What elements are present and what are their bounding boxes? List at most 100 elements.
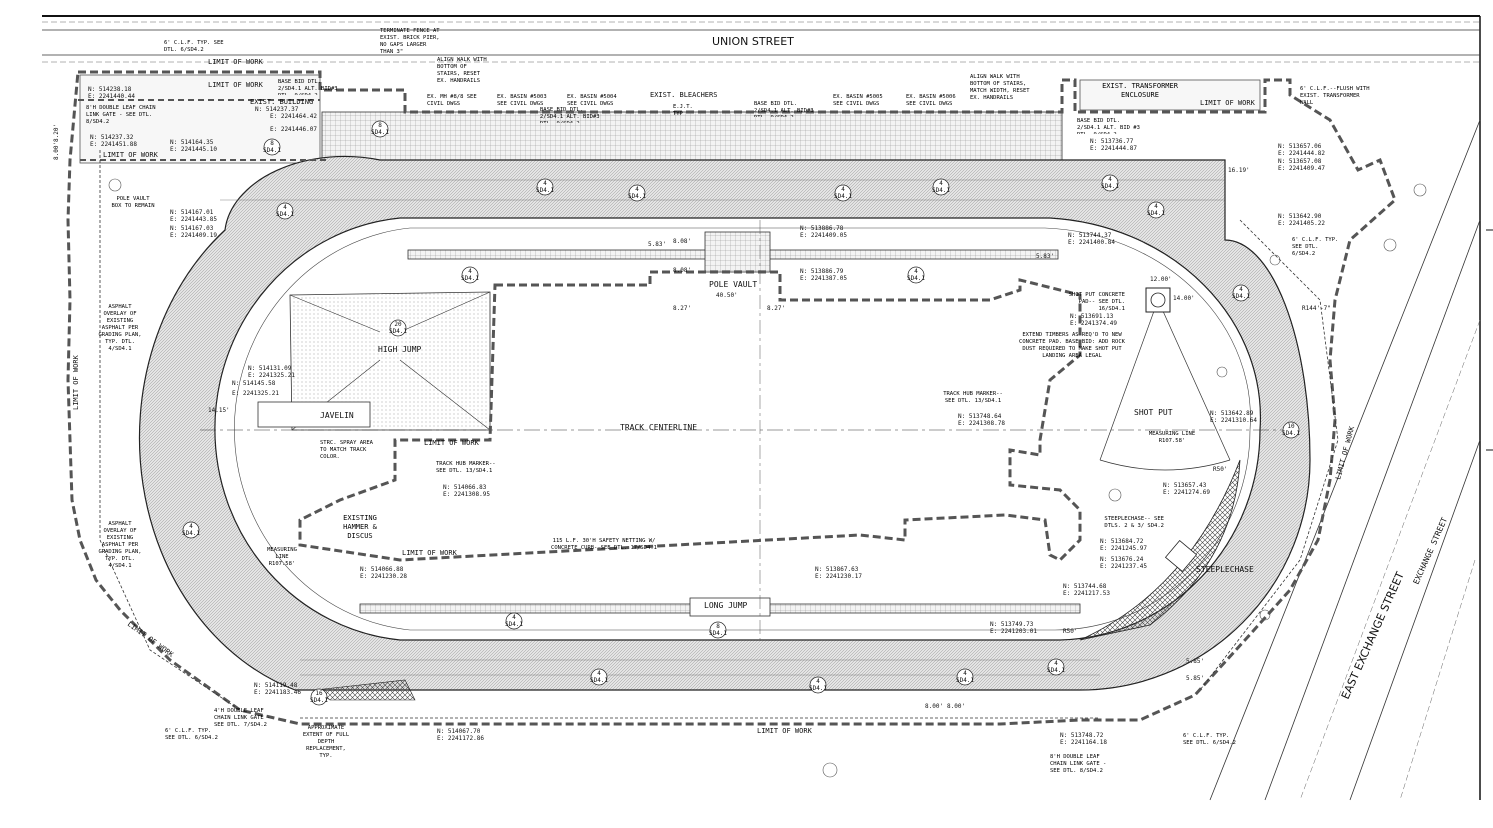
- svg-text:SD4.1: SD4.1: [834, 193, 852, 200]
- svg-text:N: 513886.78: N: 513886.78: [800, 225, 844, 232]
- svg-text:E: 2241464.42: E: 2241464.42: [270, 113, 317, 120]
- svg-text:5.85': 5.85': [1186, 658, 1204, 665]
- svg-text:LIMIT OF WORK: LIMIT OF WORK: [72, 354, 80, 410]
- svg-text:4: 4: [841, 186, 845, 193]
- svg-text:4: 4: [189, 523, 193, 530]
- svg-text:N: 514164.35: N: 514164.35: [170, 139, 214, 146]
- svg-text:20: 20: [394, 321, 402, 328]
- svg-text:4: 4: [1054, 660, 1058, 667]
- label-pole-vault: POLE VAULT: [709, 280, 757, 289]
- label-track-centerline: TRACK CENTERLINE: [620, 423, 697, 432]
- street-name-east-exchange: EAST EXCHANGE STREET: [1339, 570, 1407, 702]
- svg-text:N: 513736.77: N: 513736.77: [1090, 138, 1134, 145]
- note-asphalt-2: ASPHALT OVERLAY OF EXISTING ASPHALT PER …: [98, 521, 141, 569]
- svg-text:E: 2241237.45: E: 2241237.45: [1100, 563, 1147, 570]
- svg-text:N: 513642.89: N: 513642.89: [1210, 410, 1254, 417]
- svg-text:E: 2241451.88: E: 2241451.88: [90, 141, 137, 148]
- svg-text:4: 4: [1108, 176, 1112, 183]
- tree-icon: [822, 762, 838, 778]
- svg-text:N: 513657.08: N: 513657.08: [1278, 158, 1322, 165]
- svg-text:E: 2241443.85: E: 2241443.85: [170, 216, 217, 223]
- note-base-bid-4: BASE BID DTL. 2/SD4.1 ALT. BID #3 DTL. 9…: [1077, 118, 1140, 134]
- tree-icon: [1413, 183, 1427, 197]
- svg-text:E: 2241446.07: E: 2241446.07: [270, 126, 317, 133]
- svg-text:E: 2241203.01: E: 2241203.01: [990, 628, 1037, 635]
- svg-text:SD4.1: SD4.1: [461, 275, 479, 282]
- note-clf-typ: 6' C.L.F. TYP. SEE DTL. 6/SD4.2: [164, 40, 224, 53]
- svg-text:SD4.1: SD4.1: [628, 193, 646, 200]
- long-jump-pit: [689, 597, 771, 617]
- svg-text:E: 2241325.21: E: 2241325.21: [232, 390, 279, 397]
- svg-text:4: 4: [1154, 203, 1158, 210]
- svg-text:8.20': 8.20': [53, 124, 60, 142]
- note-base-bid-2: BASE BID DTL. 2/SD4.1 ALT. BID#3 DTL. 9/…: [540, 107, 600, 123]
- label-limit-of-work: LIMIT OF WORK: [208, 58, 264, 66]
- svg-text:N: 513744.68: N: 513744.68: [1063, 583, 1107, 590]
- svg-text:4: 4: [635, 186, 639, 193]
- svg-text:E: 2241310.64: E: 2241310.64: [1210, 417, 1257, 424]
- svg-text:8: 8: [716, 623, 720, 630]
- note-base-bid-1: BASE BID DTL. 2/SD4.1 ALT. BID#3 DTL. 9/…: [278, 79, 338, 95]
- label-steeplechase: STEEPLECHASE: [1196, 565, 1254, 574]
- note-terminate-fence: TERMINATE FENCE AT EXIST. BRICK PIER, NO…: [380, 28, 440, 55]
- svg-text:8.27': 8.27': [673, 305, 691, 312]
- svg-text:SD4.1: SD4.1: [1147, 210, 1165, 217]
- detail-callouts: [182, 120, 1300, 706]
- tree-icon: [1269, 254, 1281, 266]
- svg-text:E: 2241230.28: E: 2241230.28: [360, 573, 407, 580]
- union-street: [42, 21, 1480, 63]
- svg-text:LIMIT OF WORK: LIMIT OF WORK: [757, 727, 813, 735]
- svg-text:LIMIT OF WORK: LIMIT OF WORK: [424, 439, 480, 447]
- tree-icon: [1383, 238, 1397, 252]
- svg-text:N: 513748.64: N: 513748.64: [958, 413, 1002, 420]
- svg-text:14.15': 14.15': [208, 407, 230, 414]
- svg-text:E: 2241230.17: E: 2241230.17: [815, 573, 862, 580]
- street-name-exchange: EXCHANGE STREET: [1412, 516, 1450, 586]
- svg-text:E: 2241405.22: E: 2241405.22: [1278, 220, 1325, 227]
- svg-text:SD4.1: SD4.1: [263, 147, 281, 154]
- note-align-walk-east: ALIGN WALK WITH BOTTOM OF STAIRS, MATCH …: [970, 74, 1030, 101]
- svg-text:E: 2241183.46: E: 2241183.46: [254, 689, 301, 696]
- svg-text:N: 513676.24: N: 513676.24: [1100, 556, 1144, 563]
- callout-number: 4: [543, 180, 547, 187]
- svg-text:N: 513748.72: N: 513748.72: [1060, 732, 1104, 739]
- note-shot-put-pad: SHOT PUT CONCRETE PAD-- SEE DTL. 16/SD4.…: [1069, 292, 1125, 312]
- svg-text:16.19': 16.19': [1228, 167, 1250, 174]
- svg-text:8: 8: [378, 122, 382, 129]
- tree-icon: [1259, 609, 1271, 621]
- svg-text:8: 8: [270, 140, 274, 147]
- svg-text:N: 513657.43: N: 513657.43: [1163, 482, 1207, 489]
- svg-text:4: 4: [914, 268, 918, 275]
- note-full-depth: APPROXIMATE EXTENT OF FULL DEPTH REPLACE…: [303, 725, 349, 759]
- svg-text:N: 513749.73: N: 513749.73: [990, 621, 1034, 628]
- svg-text:4: 4: [512, 614, 516, 621]
- pole-vault-pit: [704, 231, 771, 273]
- svg-text:8.08': 8.08': [673, 238, 691, 245]
- note-safety-netting: 115 L.F. 30'H SAFETY NETTING W/ CONCRETE…: [551, 538, 657, 551]
- svg-text:R50': R50': [1213, 466, 1227, 473]
- svg-text:4: 4: [939, 180, 943, 187]
- svg-text:SD4.1: SD4.1: [371, 129, 389, 136]
- svg-text:SD4.1: SD4.1: [1232, 293, 1250, 300]
- label-transformer: EXIST. TRANSFORMER ENCLOSURE: [1102, 82, 1178, 99]
- note-align-walk: ALIGN WALK WITH BOTTOM OF STAIRS, RESET …: [437, 57, 487, 84]
- note-steeplechase-detail: STEEPLECHASE-- SEE DTLS. 2 & 3/ SD4.2: [1104, 516, 1164, 529]
- label-high-jump: HIGH JUMP: [378, 345, 422, 354]
- label-long-jump: LONG JUMP: [704, 601, 748, 610]
- svg-text:SD4.1: SD4.1: [1282, 430, 1300, 437]
- svg-text:N: 514167.01: N: 514167.01: [170, 209, 214, 216]
- dimensions: 5.83' 8.08' 8.08' 40.50' 8.27' 8.27' 5.8…: [53, 124, 1331, 710]
- svg-text:SD4.1: SD4.1: [389, 328, 407, 335]
- svg-text:4: 4: [1239, 286, 1243, 293]
- svg-text:SD4.1: SD4.1: [505, 621, 523, 628]
- tree-icon: [1216, 366, 1228, 378]
- svg-text:14.00': 14.00': [1173, 295, 1195, 302]
- svg-text:E: 2241374.49: E: 2241374.49: [1070, 320, 1117, 327]
- note-base-bid-3: BASE BID DTL. 2/SD4.1 ALT. BID#3 DTL. 9/…: [754, 101, 814, 117]
- svg-text:N: 514237.37: N: 514237.37: [255, 106, 299, 113]
- svg-text:E: 2241245.97: E: 2241245.97: [1100, 545, 1147, 552]
- shot-put-sector: [1099, 287, 1231, 471]
- svg-text:E: 2241400.84: E: 2241400.84: [1068, 239, 1115, 246]
- svg-text:SD4.1: SD4.1: [709, 630, 727, 637]
